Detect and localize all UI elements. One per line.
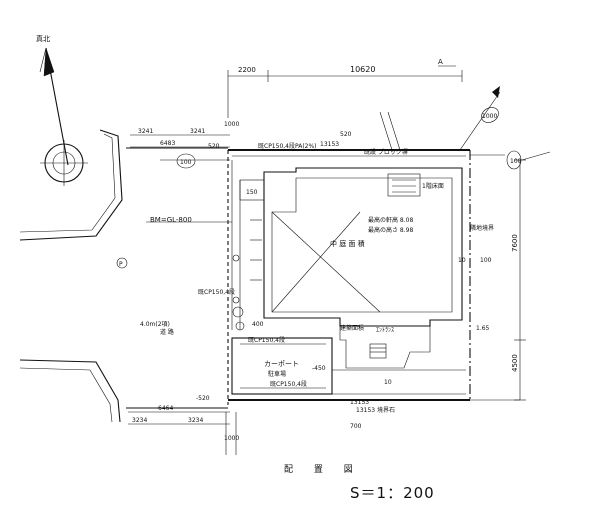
carport-label: カーポート (264, 360, 299, 368)
bubble-right-text: 100 (510, 158, 522, 165)
site-boundary: 13153 13153 13153 境界石 700 520 既CP150,4段P… (227, 131, 520, 430)
house-floor-1: 最高の軒高 8.08 (368, 216, 413, 224)
dim-1000-top: 1000 (224, 121, 239, 128)
road-left (19, 129, 228, 423)
left-dimensions-bottom: 6464 3234 3234 -520 1000 (128, 395, 239, 455)
carport: カーポート 駐車場 既CP150,4段 既CP150,4段 -450 (231, 336, 333, 395)
carport-bottom-note: 既CP150,4段 (270, 380, 307, 388)
dim-520-top-mid: 520 (340, 131, 352, 138)
dim-700: 700 (350, 423, 362, 430)
right-note: 隣地境界 (470, 224, 494, 232)
dim-400: 400 (252, 321, 264, 328)
dim-6483: 6483 (160, 140, 175, 147)
footprint-note: 1階床面 (422, 182, 444, 190)
dim-4500: 4500 (511, 354, 519, 372)
dim-10-right: 10 (458, 257, 466, 264)
dim-10-bottom: 10 (384, 379, 392, 386)
dim-2200: 2200 (238, 66, 256, 74)
north-arrow-compass: 真北 (36, 34, 88, 186)
dim-3234-b: 3234 (188, 417, 203, 424)
carport-top-note: 既CP150,4段 (248, 336, 285, 344)
house-building: 1階床面 最高の軒高 8.08 最高の高さ 8.98 中 庭 面 積 建築面積 … (246, 167, 466, 334)
dim-3241-b: 3241 (190, 128, 205, 135)
bubble-left-text: 100 (180, 159, 192, 166)
dim-13153-bottom: 13153 (350, 399, 369, 406)
house-footprint (263, 167, 463, 327)
wall-mid-note: 既CP150,4段 (198, 288, 235, 296)
dim-10620: 10620 (350, 65, 375, 74)
bubble-right (506, 150, 522, 170)
fence-top-note: 既設 ブロック塀 (364, 148, 408, 156)
dim-100-right: 100 (480, 257, 492, 264)
marker-label: P (119, 261, 123, 268)
dim-520-bottom: -520 (196, 395, 210, 402)
bubble-top-right (481, 107, 499, 123)
top-arrow-label: A (438, 58, 443, 66)
stair-box (387, 173, 421, 197)
carport-outline (231, 337, 333, 395)
north-label: 真北 (36, 34, 50, 43)
wall-top-note: 既CP150,4段PA(2%) (258, 142, 317, 150)
dim-6464: 6464 (158, 405, 173, 412)
house-area-label: 建築面積 (340, 324, 364, 332)
entry-label: ｴﾝﾄﾗﾝｽ (376, 327, 394, 334)
dim-1000-bottom: 1000 (224, 435, 239, 442)
fence-bottom-note: 13153 境界石 (356, 406, 395, 414)
left-side-fixtures: BM=GL-800 P 道 路 4.0m(2項) 既CP150,4段 400 (116, 160, 265, 336)
carport-sub: 駐車場 (268, 370, 286, 378)
bubble-top-right-text: 1000 (482, 113, 497, 120)
drawing-title: 配 置 図 (284, 465, 362, 475)
dim-3234-a: 3234 (132, 417, 147, 424)
entry-porch: 10 (332, 325, 466, 386)
bm-label: BM=GL-800 (150, 216, 192, 224)
road-left-label: 道 路 (160, 328, 174, 336)
house-floor-2: 最高の高さ 8.98 (368, 226, 413, 234)
survey-marker (116, 257, 128, 269)
dim-150: 150 (246, 189, 258, 196)
road-width: 4.0m(2項) (140, 321, 170, 328)
dim-450: -450 (312, 365, 326, 372)
house-center-label: 中 庭 面 積 (330, 239, 365, 248)
dim-520-top: 520 (208, 143, 220, 150)
right-note-2: 1.65 (476, 325, 490, 332)
right-dimensions: 7600 4500 100 隣地境界 100 1.65 (470, 150, 551, 401)
dim-13153-top: 13153 (320, 141, 339, 148)
dim-7600: 7600 (511, 234, 519, 252)
top-right-leader: 1000 (379, 86, 501, 151)
drawing-scale: S＝1：200 (350, 484, 435, 502)
left-dimensions-top: 3241 3241 6483 100 520 1000 (130, 121, 239, 169)
bubble-left (176, 153, 196, 169)
dim-3241-a: 3241 (138, 128, 153, 135)
top-dimension-line: 2200 10620 A (227, 58, 463, 118)
